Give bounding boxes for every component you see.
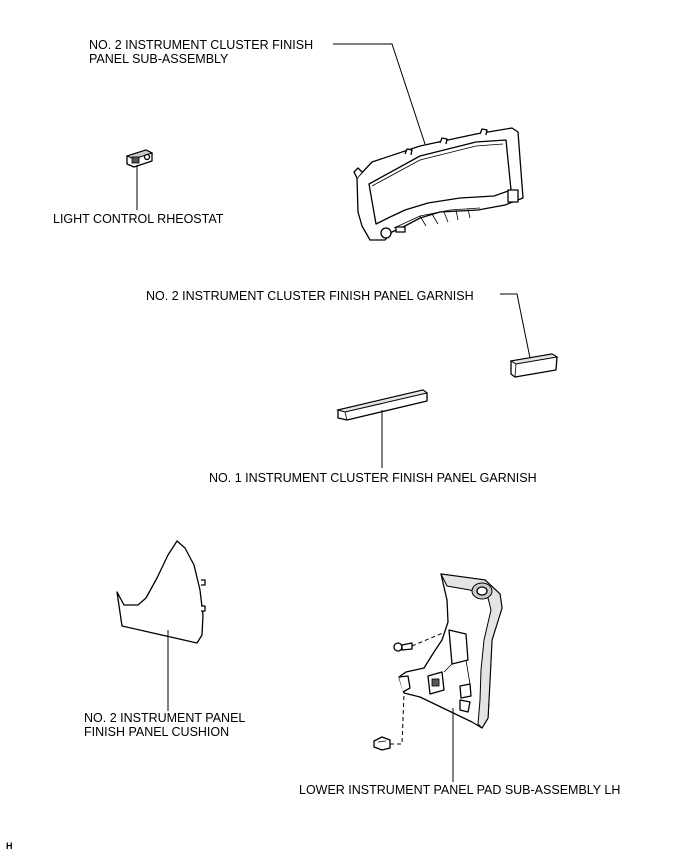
leader-cluster-panel xyxy=(333,43,426,145)
label-cluster-panel-line1: NO. 2 INSTRUMENT CLUSTER FINISH xyxy=(89,38,314,52)
label-cushion: NO. 2 INSTRUMENT PANEL FINISH PANEL CUSH… xyxy=(84,711,245,739)
corner-mark: H xyxy=(6,841,13,851)
no1-garnish-drawing xyxy=(336,389,429,421)
label-cushion-line2: FINISH PANEL CUSHION xyxy=(84,725,230,739)
cluster-finish-panel-drawing xyxy=(353,127,524,241)
label-cushion-line1: NO. 2 INSTRUMENT PANEL xyxy=(84,711,246,725)
no2-garnish-drawing xyxy=(509,353,559,378)
screw-upper xyxy=(393,642,413,652)
leader-lines xyxy=(136,43,531,782)
label-cluster-panel: NO. 2 INSTRUMENT CLUSTER FINISH PANEL SU… xyxy=(89,38,313,66)
label-no2-garnish: NO. 2 INSTRUMENT CLUSTER FINISH PANEL GA… xyxy=(146,289,474,303)
label-light-control: LIGHT CONTROL RHEOSTAT xyxy=(53,212,224,226)
label-no1-garnish: NO. 1 INSTRUMENT CLUSTER FINISH PANEL GA… xyxy=(209,471,537,485)
lower-pad-drawing xyxy=(373,573,503,751)
cushion-drawing xyxy=(116,540,206,644)
label-lower-pad: LOWER INSTRUMENT PANEL PAD SUB-ASSEMBLY … xyxy=(299,783,621,797)
clip-lower xyxy=(373,736,391,751)
label-cluster-panel-line2: PANEL SUB-ASSEMBLY xyxy=(89,52,229,66)
light-control-rheostat-drawing xyxy=(125,149,154,168)
leader-no2-garnish xyxy=(500,293,531,359)
